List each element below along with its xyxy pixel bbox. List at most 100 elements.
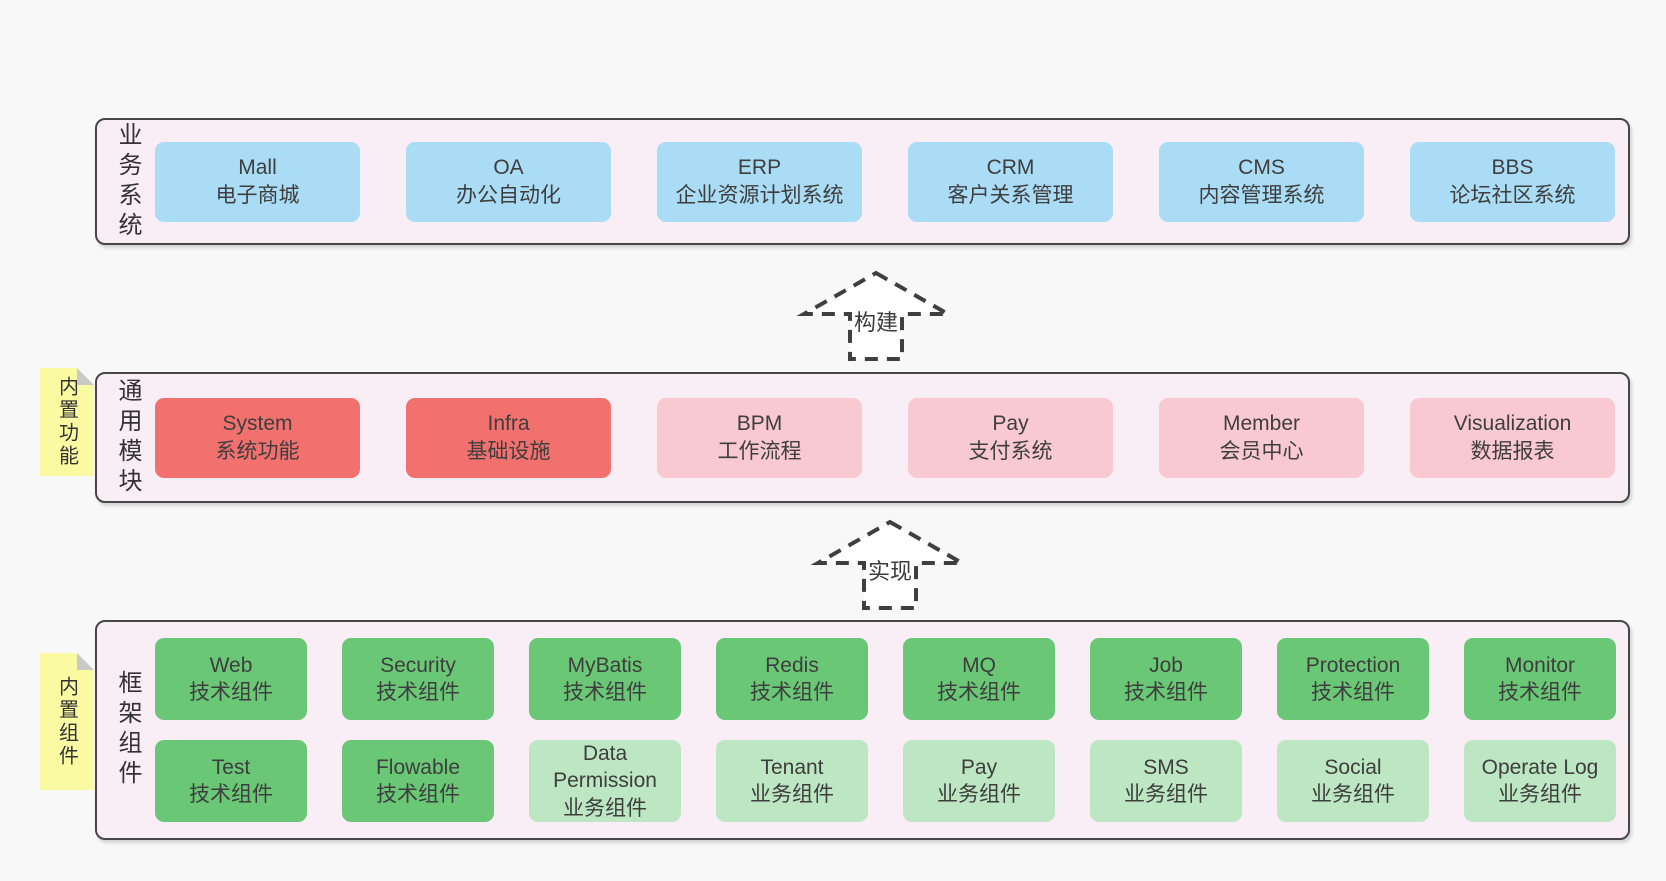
box-visualization: Visualization 数据报表: [1410, 397, 1615, 478]
box-subtitle: 技术组件: [189, 783, 273, 806]
box-subtitle: 工作流程: [717, 439, 802, 463]
box-protection: Protection 技术组件: [1277, 638, 1429, 720]
box-oa: OA 办公自动化: [406, 141, 611, 222]
arrow-build-label: 构建: [854, 310, 898, 335]
components-row-2: Test 技术组件 Flowable 技术组件 Data Permission …: [155, 740, 1618, 822]
box-title: Test: [211, 755, 251, 779]
box-subtitle: 技术组件: [1498, 681, 1582, 704]
box-subtitle: 论坛社区系统: [1449, 183, 1576, 207]
box-subtitle: 基础设施: [466, 439, 551, 463]
layer-business-systems: 业务系统 Mall 电子商城 OA 办公自动化 ERP 企业资源计划系统 CRM…: [95, 118, 1630, 245]
box-subtitle: 内容管理系统: [1198, 183, 1325, 207]
box-cms: CMS 内容管理系统: [1159, 141, 1364, 222]
sticky-note-built-in-functions: 内置功能: [40, 368, 94, 476]
box-subtitle: 支付系统: [968, 439, 1053, 463]
layer-framework-components: 框架组件 Web 技术组件 Security 技术组件 MyBatis 技术组件…: [95, 620, 1630, 840]
box-member: Member 会员中心: [1159, 397, 1364, 478]
box-title: Pay: [960, 755, 998, 779]
box-subtitle: 会员中心: [1219, 439, 1304, 463]
business-boxes-row: Mall 电子商城 OA 办公自动化 ERP 企业资源计划系统 CRM 客户关系…: [155, 120, 1618, 243]
layer-modules-label: 通用模块: [114, 377, 141, 498]
arrow-implement-label: 实现: [868, 559, 912, 584]
arrow-up-icon: [810, 519, 970, 610]
box-subtitle: 数据报表: [1470, 439, 1555, 463]
box-subtitle: 业务组件: [1124, 783, 1208, 806]
folded-corner: [77, 653, 94, 670]
layer-common-modules: 通用模块 System 系统功能 Infra 基础设施 BPM 工作流程 Pay…: [95, 372, 1630, 503]
box-title: MyBatis: [567, 653, 643, 677]
box-subtitle: 业务组件: [1311, 783, 1395, 806]
arrow-up-icon: [796, 270, 956, 361]
box-title: Operate Log: [1481, 755, 1599, 779]
box-web: Web 技术组件: [155, 638, 307, 720]
box-title: Social: [1324, 755, 1382, 779]
box-title: Visualization: [1453, 412, 1572, 436]
box-pay-system: Pay 支付系统: [908, 397, 1113, 478]
box-infra: Infra 基础设施: [406, 397, 611, 478]
box-title: Pay: [992, 412, 1029, 436]
box-title: Protection: [1305, 653, 1401, 677]
components-row-1: Web 技术组件 Security 技术组件 MyBatis 技术组件 Redi…: [155, 638, 1618, 720]
box-title: BBS: [1491, 156, 1534, 180]
box-subtitle: 技术组件: [189, 681, 273, 704]
box-mq: MQ 技术组件: [903, 638, 1055, 720]
box-title: Data Permission: [553, 742, 657, 793]
box-title: MQ: [962, 653, 996, 677]
box-subtitle: 办公自动化: [456, 183, 561, 207]
box-title: OA: [493, 156, 524, 180]
arrow-up-build: 构建: [796, 270, 956, 361]
box-title: System: [222, 412, 293, 436]
box-title: ERP: [737, 156, 782, 180]
box-subtitle: 电子商城: [215, 183, 300, 207]
box-subtitle: 业务组件: [563, 796, 647, 820]
box-subtitle: 技术组件: [937, 681, 1021, 704]
box-subtitle: 系统功能: [215, 439, 300, 463]
box-subtitle: 企业资源计划系统: [675, 183, 844, 207]
box-bbs: BBS 论坛社区系统: [1410, 141, 1615, 222]
box-data-permission: Data Permission 业务组件: [529, 740, 681, 822]
box-subtitle: 技术组件: [750, 681, 834, 704]
box-crm: CRM 客户关系管理: [908, 141, 1113, 222]
box-title: Job: [1149, 653, 1183, 677]
box-security: Security 技术组件: [342, 638, 494, 720]
box-subtitle: 业务组件: [937, 783, 1021, 806]
box-subtitle: 技术组件: [376, 783, 460, 806]
box-title: Security: [380, 653, 456, 677]
box-title: Mall: [238, 156, 277, 180]
box-test: Test 技术组件: [155, 740, 307, 822]
box-title: Member: [1222, 412, 1301, 436]
components-boxes-rows: Web 技术组件 Security 技术组件 MyBatis 技术组件 Redi…: [155, 622, 1618, 838]
note-label: 内置功能: [55, 376, 78, 468]
box-title: Monitor: [1504, 653, 1576, 677]
box-subtitle: 业务组件: [750, 783, 834, 806]
box-title: Web: [209, 653, 253, 677]
box-pay-component: Pay 业务组件: [903, 740, 1055, 822]
box-flowable: Flowable 技术组件: [342, 740, 494, 822]
box-subtitle: 客户关系管理: [947, 183, 1074, 207]
box-title: CRM: [986, 156, 1035, 180]
folded-corner: [77, 368, 94, 385]
box-title: Tenant: [760, 755, 824, 779]
box-sms: SMS 业务组件: [1090, 740, 1242, 822]
box-title: CMS: [1238, 156, 1285, 180]
box-bpm: BPM 工作流程: [657, 397, 862, 478]
box-system: System 系统功能: [155, 397, 360, 478]
box-job: Job 技术组件: [1090, 638, 1242, 720]
box-subtitle: 业务组件: [1498, 783, 1582, 806]
box-social: Social 业务组件: [1277, 740, 1429, 822]
box-title: Redis: [765, 653, 819, 677]
box-mall: Mall 电子商城: [155, 141, 360, 222]
box-redis: Redis 技术组件: [716, 638, 868, 720]
box-title: SMS: [1143, 755, 1189, 779]
arrow-up-implement: 实现: [810, 519, 970, 610]
layer-components-label: 框架组件: [114, 670, 141, 790]
box-operate-log: Operate Log 业务组件: [1464, 740, 1616, 822]
box-title: BPM: [736, 412, 783, 436]
note-label: 内置组件: [55, 675, 78, 768]
box-monitor: Monitor 技术组件: [1464, 638, 1616, 720]
box-mybatis: MyBatis 技术组件: [529, 638, 681, 720]
box-erp: ERP 企业资源计划系统: [657, 141, 862, 222]
box-title: Infra: [487, 412, 530, 436]
box-subtitle: 技术组件: [1124, 681, 1208, 704]
